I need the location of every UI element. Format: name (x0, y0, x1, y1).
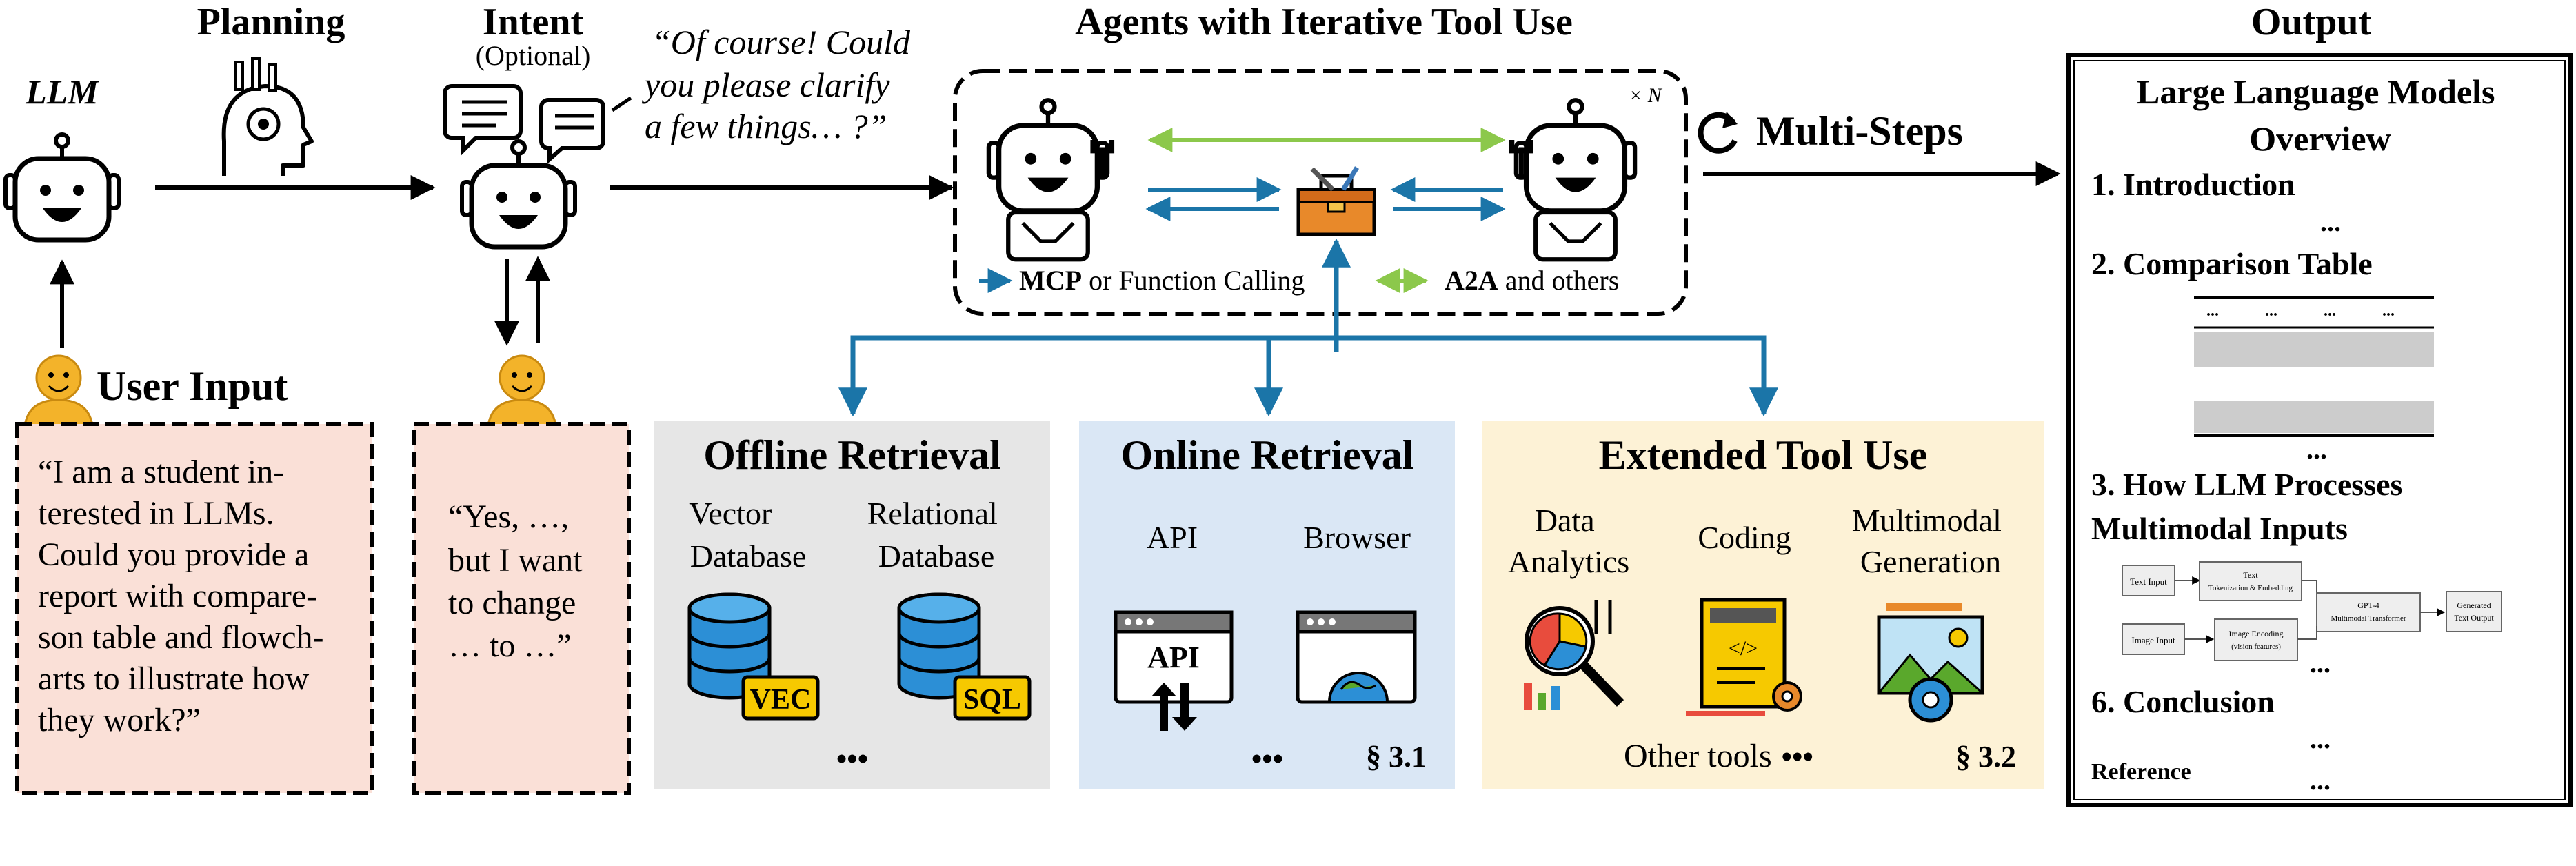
user-reply-paper (412, 422, 631, 795)
coding-icon: </> (1686, 598, 1802, 716)
svg-text:Text: Text (2243, 570, 2258, 580)
online-ellipsis: ••• (1251, 742, 1283, 776)
report-section-multimodal: 3. How LLM Processes Multimodal Inputs (2091, 467, 2411, 546)
heading-intent: Intent (483, 1, 584, 43)
svg-text:Multimodal Transformer: Multimodal Transformer (2331, 614, 2406, 623)
heading-output: Output (2251, 1, 2372, 43)
relational-db-label: Relational Database (867, 496, 1006, 574)
heading-agents: Agents with Iterative Tool Use (1075, 1, 1573, 43)
svg-text:API: API (1147, 641, 1200, 674)
report-section-table: 2. Comparison Table (2091, 246, 2373, 281)
times-n-label: × N (1629, 84, 1663, 107)
api-window-icon: API (1114, 610, 1234, 731)
report-section-intro: 1. Introduction (2091, 167, 2295, 202)
svg-text:...: ... (2382, 302, 2395, 320)
online-retrieval-panel (1079, 421, 1455, 789)
report-dots-2: ... (2306, 434, 2327, 465)
user-input-title: User Input (97, 363, 288, 409)
speech-bubble-right-icon (539, 98, 605, 164)
svg-text:...: ... (2206, 302, 2219, 320)
llm-robot-icon (6, 134, 119, 240)
extended-section-ref: § 3.2 (1955, 740, 2016, 774)
data-analytics-icon (1524, 600, 1624, 710)
a2a-legend-text: A2A and others (1445, 265, 1619, 296)
report-dots-5: ... (2310, 765, 2331, 796)
agent-robot-left-icon (989, 100, 1115, 262)
mcp-legend-text: MCP or Function Calling (1019, 265, 1305, 296)
offline-ellipsis: ••• (836, 742, 868, 776)
clarify-quote: “Of course! Could you please clarify a f… (641, 23, 919, 145)
report-reference: Reference (2091, 759, 2191, 785)
online-section-ref: § 3.1 (1366, 740, 1427, 774)
report-dots-4: ... (2310, 723, 2331, 754)
vec-badge: VEC (741, 675, 820, 721)
report-title: Large Language Models Overview (2137, 72, 2504, 158)
intent-robot-icon (462, 141, 575, 247)
tool-distribution-arrows (838, 238, 1778, 417)
toolbox-icon (1296, 166, 1376, 236)
svg-text:Image Encoding: Image Encoding (2229, 629, 2284, 638)
heading-intent-optional: (Optional) (476, 40, 591, 71)
user-request-text: “I am a student in- terested in LLMs. Co… (38, 454, 332, 738)
output-report-inner-border (2073, 60, 2566, 800)
agents-box (953, 69, 1688, 316)
bubble-pointer (611, 96, 632, 112)
browser-label: Browser (1303, 520, 1411, 555)
svg-text:</>: </> (1729, 637, 1758, 660)
offline-title: Offline Retrieval (703, 432, 1001, 478)
heading-planning: Planning (197, 1, 345, 43)
browser-window-icon (1296, 610, 1417, 704)
flowchart-thumbnail: Text Input Text Tokenization & Embedding… (2122, 561, 2502, 661)
vector-db-label: Vector Database (689, 496, 806, 574)
refresh-icon (1698, 112, 1738, 154)
comparison-table-thumbnail: ... ... ... ... (2194, 296, 2434, 437)
llm-label: LLM (25, 72, 99, 111)
coding-label: Coding (1698, 520, 1791, 555)
user-reply-text: “Yes, …, but I want to change … to …” (448, 499, 591, 664)
user-request-paper (15, 422, 374, 795)
planning-head-icon (221, 57, 314, 176)
svg-text:Image Input: Image Input (2131, 635, 2175, 645)
svg-text:(vision features): (vision features) (2231, 643, 2281, 651)
svg-text:GPT-4: GPT-4 (2357, 601, 2379, 610)
svg-text:Generated: Generated (2457, 601, 2491, 610)
svg-text:Text Output: Text Output (2454, 613, 2494, 623)
svg-text:...: ... (2324, 302, 2336, 320)
svg-text:SQL: SQL (963, 684, 1021, 716)
data-analytics-label: Data Analytics (1508, 503, 1629, 579)
report-dots-1: ... (2320, 206, 2341, 237)
api-label: API (1147, 520, 1198, 555)
svg-text:...: ... (2265, 302, 2277, 320)
report-dots-3: ... (2310, 647, 2331, 678)
extended-title: Extended Tool Use (1599, 432, 1928, 478)
user-avatar-icon (23, 354, 94, 436)
multimodal-label: Multimodal Generation (1852, 503, 2010, 579)
svg-text:Text Input: Text Input (2130, 576, 2167, 587)
multi-steps-label: Multi-Steps (1756, 108, 1963, 154)
svg-text:VEC: VEC (750, 684, 812, 716)
online-title: Online Retrieval (1121, 432, 1414, 478)
agent-robot-right-icon (1509, 100, 1636, 262)
sql-badge: SQL (953, 675, 1032, 721)
speech-bubble-left-icon (443, 84, 523, 156)
svg-text:Tokenization & Embedding: Tokenization & Embedding (2208, 584, 2293, 592)
other-tools-label: Other tools••• (1624, 738, 1813, 774)
multimodal-generation-icon (1876, 603, 1985, 723)
report-section-conclusion: 6. Conclusion (2091, 684, 2275, 719)
